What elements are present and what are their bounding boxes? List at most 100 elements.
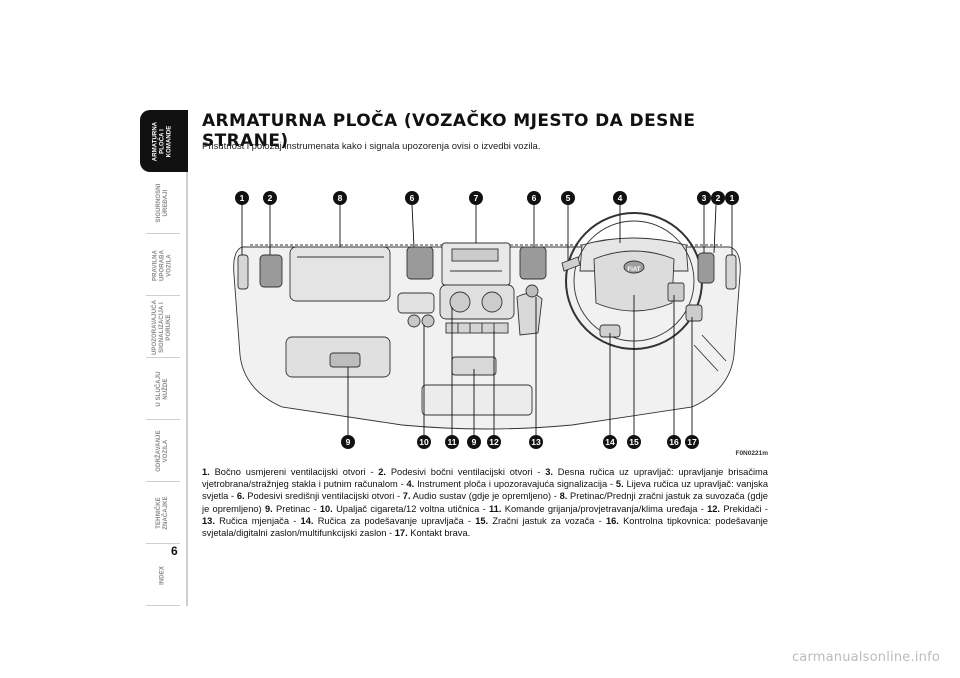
- callout-10: [417, 435, 431, 449]
- passenger-compartment: [289, 246, 391, 302]
- caption-num: 17.: [394, 528, 408, 539]
- callout-label: 15: [629, 437, 639, 447]
- caption-text: Kontrolna tipkovnica: podešavanje svjeta…: [202, 515, 768, 539]
- tab-label: UPOZORAVAJUĆA SIGNALIZACIJA I PORUKE: [152, 299, 173, 355]
- caption-num: 13.: [202, 515, 215, 526]
- callout-13: [529, 435, 543, 449]
- adjustable-vent-right: [697, 252, 715, 284]
- caption-text: Podesivi bočni ventilacijski otvori -: [390, 467, 546, 477]
- fiat-badge: FIAT: [628, 267, 641, 273]
- caption-num: 7.: [402, 491, 411, 502]
- page-number: 6: [171, 544, 178, 558]
- caption-num: 1.: [202, 467, 210, 477]
- tab-tehnicke-znacajke[interactable]: TEHNIČKE ZNAČAJKE: [140, 482, 188, 544]
- callout-label: 2: [716, 193, 721, 203]
- dashboard-figure: FIAT 1: [202, 185, 770, 457]
- callout-7: [469, 191, 483, 205]
- tab-upozoravajuca-signalizacija[interactable]: UPOZORAVAJUĆA SIGNALIZACIJA I PORUKE: [140, 296, 188, 358]
- caption-num: 2.: [378, 467, 387, 477]
- adjustable-vent-left: [259, 254, 283, 288]
- caption-num: 15.: [475, 515, 489, 526]
- callout-12: [487, 435, 501, 449]
- caption-text: Instrument ploča i upozoravajuća signali…: [417, 479, 616, 490]
- caption-num: 14.: [300, 515, 314, 526]
- caption-num: 12.: [707, 503, 721, 514]
- caption-num: 3.: [545, 467, 553, 477]
- callout-label: 8: [338, 193, 343, 203]
- callout-label: 10: [419, 437, 429, 447]
- tab-u-slucaju-nuzde[interactable]: U SLUČAJU NUŽDE: [140, 358, 188, 420]
- callout-14: [603, 435, 617, 449]
- caption-text: Zračni jastuk za vozača -: [492, 515, 606, 526]
- caption-num: 11.: [489, 503, 502, 514]
- caption-text: Komande grijanja/provjetravanja/klima ur…: [504, 503, 708, 514]
- callout-label: 2: [268, 193, 273, 203]
- callout-label: 11: [448, 437, 457, 447]
- caption-text: Pretinac/Prednji zračni jastuk za suvoza…: [202, 491, 768, 514]
- caption-text: Audio sustav (gdje je opremljeno) -: [412, 491, 560, 502]
- callout-label: 14: [605, 437, 615, 447]
- ignition-switch: [685, 304, 703, 322]
- callout-label: 12: [489, 437, 499, 447]
- page-title: ARMATURNA PLOČA (VOZAČKO MJESTO DA DESNE…: [202, 111, 696, 151]
- caption-num: 8.: [559, 491, 568, 502]
- callout-label: 1: [240, 193, 245, 203]
- top-callouts: 1 2 8 6 7 6 5 4 3 2 1: [235, 191, 739, 205]
- caption-num: 9.: [264, 503, 273, 514]
- tab-pravilna-uporaba[interactable]: PRAVILNA UPORABA VOZILA: [140, 234, 188, 296]
- callout-label: 4: [618, 193, 623, 203]
- caption-text: Pretinac -: [276, 503, 320, 514]
- control-keypad: [667, 282, 685, 302]
- tab-index[interactable]: INDEX: [140, 544, 188, 606]
- callout-label: 5: [566, 193, 571, 203]
- caption-num: 10.: [319, 503, 333, 514]
- callout-15: [627, 435, 641, 449]
- callout-6-left: [405, 191, 419, 205]
- callout-9-center: [467, 435, 481, 449]
- watermark-url: carmanualsonline.info: [791, 650, 940, 665]
- tab-armaturna-ploca[interactable]: ARMATURNA PLOČA I KOMANDE: [140, 110, 188, 172]
- tab-odrzavanje-vozila[interactable]: ODRŽAVANJE VOZILA: [140, 420, 188, 482]
- callout-1-right: [725, 191, 739, 205]
- callout-4: [613, 191, 627, 205]
- caption-num: 16.: [605, 515, 619, 526]
- callout-2-right: [711, 191, 725, 205]
- callout-17: [685, 435, 699, 449]
- caption-text: Bočno usmjereni ventilacijski otvori -: [214, 467, 379, 477]
- caption-text: Ručica za podešavanje upravljača -: [317, 515, 476, 526]
- bottom-callouts: 9 10 11 9 12 13 14 15 16 17: [341, 435, 699, 449]
- side-vent-right: [725, 254, 737, 290]
- callout-label: 16: [669, 437, 679, 447]
- callout-8: [333, 191, 347, 205]
- left-stalk: [561, 256, 581, 272]
- callout-11: [445, 435, 459, 449]
- tab-label: TEHNIČKE ZNAČAJKE: [156, 496, 169, 530]
- callout-label: 13: [531, 437, 541, 447]
- callout-label: 6: [410, 193, 415, 203]
- callout-label: 9: [346, 437, 351, 447]
- tab-sigurnosni-uredaji[interactable]: SIGURNOSNI UREĐAJI: [140, 172, 188, 234]
- callout-6-right: [527, 191, 541, 205]
- figure-code: F0N0221m: [735, 450, 768, 457]
- gear-lever: [516, 293, 543, 336]
- callout-3: [697, 191, 711, 205]
- callout-label: 7: [474, 193, 479, 203]
- callout-1-left: [235, 191, 249, 205]
- callout-label: 3: [702, 193, 707, 203]
- callout-5: [561, 191, 575, 205]
- callout-label: 9: [472, 437, 477, 447]
- caption-num: 4.: [406, 479, 415, 490]
- dashboard-illustration: FIAT 1: [233, 191, 741, 449]
- caption-text: Kontakt brava.: [410, 528, 471, 539]
- side-vent-left: [237, 254, 249, 290]
- caption-text: Ručica mjenjača -: [219, 515, 301, 526]
- tab-label: ODRŽAVANJE VOZILA: [156, 430, 169, 472]
- tab-label: SIGURNOSNI UREĐAJI: [156, 183, 169, 223]
- tab-label: U SLUČAJU NUŽDE: [156, 371, 169, 407]
- driver-airbag: [593, 250, 675, 312]
- caption-text: Podesivi središnji ventilacijski otvori …: [247, 491, 403, 502]
- caption-num: 5.: [615, 479, 624, 490]
- callout-9-left: [341, 435, 355, 449]
- callout-label: 1: [730, 193, 735, 203]
- leader-lines: [241, 204, 733, 441]
